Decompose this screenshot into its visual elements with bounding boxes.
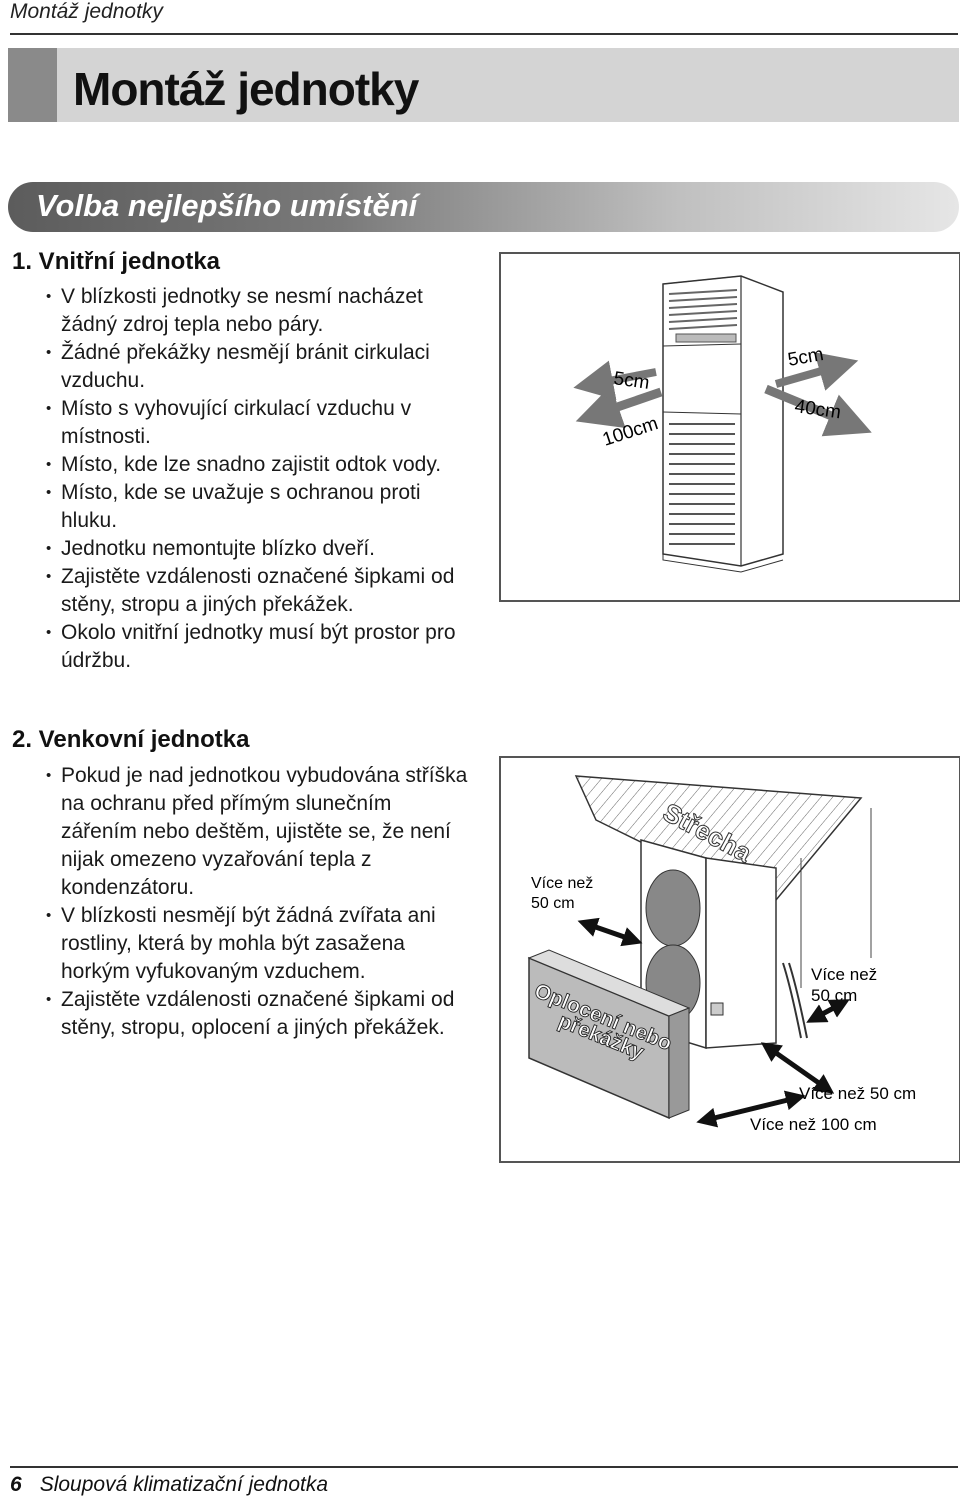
page-number: 6	[10, 1473, 22, 1496]
indoor-heading: 1. Vnitřní jednotka	[12, 248, 221, 275]
indoor-unit	[662, 275, 784, 573]
label-right-top: 5cm	[786, 344, 825, 371]
right-gap-label-2: 50 cm	[811, 986, 857, 1005]
outdoor-list: Pokud je nad jednotkou vybudována stříšk…	[46, 762, 471, 1042]
page-title: Montáž jednotky	[73, 63, 419, 115]
title-bar: Montáž jednotky	[8, 48, 959, 122]
list-item: Žádné překážky nesmějí bránit cirkulaci …	[46, 339, 471, 395]
footer: 6 Sloupová klimatizační jednotka	[10, 1473, 328, 1497]
front-gap-50-arrow	[760, 1042, 835, 1094]
right-gap-label-1: Více než	[811, 965, 877, 984]
footer-rule	[10, 1466, 958, 1468]
left-gap-label-1: Více než	[531, 875, 593, 892]
front-arrow	[575, 385, 663, 428]
header-rule	[10, 33, 958, 35]
top-left-arrow	[573, 360, 657, 400]
right-gap-arrow	[806, 999, 850, 1023]
list-item: Pokud je nad jednotkou vybudována stříšk…	[46, 762, 471, 902]
label-left-front: 100cm	[600, 413, 661, 451]
label-right-side: 40cm	[793, 396, 842, 423]
list-item: Místo, kde se uvažuje s ochranou proti h…	[46, 479, 471, 535]
label-left-top: 5cm	[612, 368, 650, 394]
left-gap-arrow	[577, 917, 643, 947]
list-item: Místo, kde lze snadno zajistit odtok vod…	[46, 451, 471, 479]
indoor-list: V blízkosti jednotky se nesmí nacházet ž…	[46, 283, 471, 675]
list-item: Místo s vyhovující cirkulací vzduchu v m…	[46, 395, 471, 451]
list-item: Okolo vnitřní jednotky musí být prostor …	[46, 619, 471, 675]
outdoor-unit-figure: Střecha Oplocení nebo překážky Více než …	[499, 756, 960, 1163]
list-item: V blízkosti nesmějí být žádná zvířata an…	[46, 902, 471, 986]
left-gap-label-2: 50 cm	[531, 895, 575, 912]
list-item: Zajistěte vzdálenosti označené šipkami o…	[46, 563, 471, 619]
front-gap-50-label: Více než 50 cm	[799, 1084, 916, 1103]
list-item: Jednotku nemontujte blízko dveří.	[46, 535, 471, 563]
section-banner: Volba nejlepšího umístění	[8, 182, 959, 232]
side-arrow	[764, 384, 872, 437]
front-gap-100-label: Více než 100 cm	[750, 1115, 877, 1134]
front-gap-100-arrow	[696, 1090, 806, 1128]
list-item: Zajistěte vzdálenosti označené šipkami o…	[46, 986, 471, 1042]
outdoor-unit-diagram: Střecha Oplocení nebo překážky Více než …	[527, 775, 916, 1134]
outdoor-heading: 2. Venkovní jednotka	[12, 726, 250, 753]
running-header: Montáž jednotky	[10, 0, 163, 23]
indoor-unit-figure: 5cm 100cm 5cm 40cm	[499, 252, 960, 602]
indoor-unit-diagram: 5cm 100cm 5cm 40cm	[573, 275, 872, 573]
list-item: V blízkosti jednotky se nesmí nacházet ž…	[46, 283, 471, 339]
section-title: Volba nejlepšího umístění	[36, 188, 418, 223]
title-accent	[8, 48, 57, 122]
top-right-arrow	[774, 352, 859, 391]
footer-title: Sloupová klimatizační jednotka	[39, 1473, 329, 1496]
